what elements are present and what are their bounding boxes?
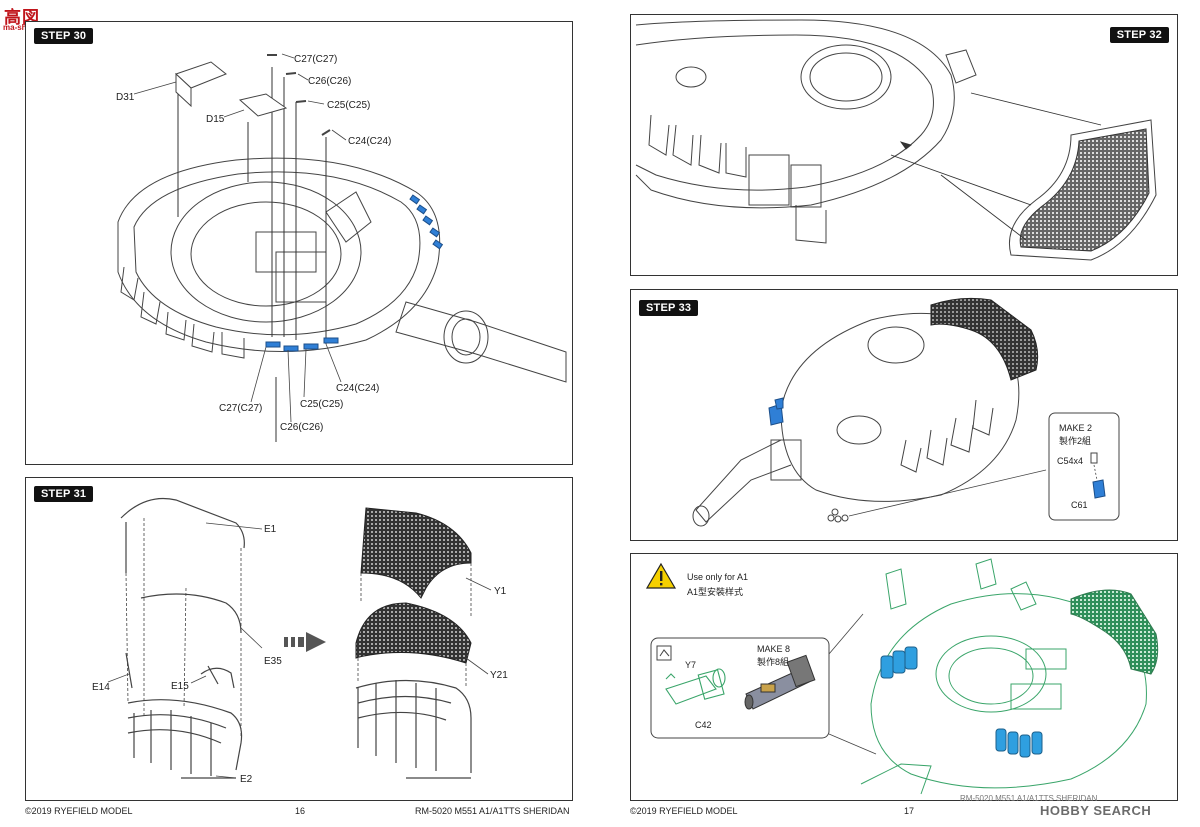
label-e2: E2	[240, 774, 253, 785]
basket-frame-exploded	[120, 497, 245, 779]
label-e1: E1	[264, 524, 277, 535]
footer-right-product: RM-5020 M551 A1/A1TTS SHERIDAN	[960, 794, 1098, 803]
mesh-y1	[360, 507, 472, 599]
part-c61	[1092, 479, 1106, 499]
step31-panel: STEP 31	[25, 477, 573, 801]
label-c26-top: C26(C26)	[308, 76, 352, 87]
step32-mesh-basket	[1019, 128, 1150, 252]
label-c54: C54x4	[1057, 456, 1084, 466]
warning-icon	[645, 562, 677, 589]
warning-text-en: Use only for A1	[687, 572, 749, 582]
blue-bracket-icon	[768, 397, 784, 426]
step31-basket-drawing	[107, 497, 492, 779]
small-pins	[267, 54, 331, 136]
label-y1: Y1	[494, 586, 507, 597]
blue-parts-a1	[880, 646, 1043, 758]
step33-panel: STEP 33	[630, 289, 1178, 541]
green-turret	[860, 558, 1147, 795]
label-e15: E15	[171, 681, 189, 692]
label-d31: D31	[116, 92, 135, 103]
glue-icon	[656, 645, 672, 661]
label-y21: Y21	[490, 670, 508, 681]
assembly-guides	[125, 518, 242, 738]
step33-mesh-basket	[930, 297, 1039, 381]
step33-badge: STEP 33	[639, 300, 699, 316]
footer-left-page-number: 16	[295, 806, 306, 816]
step33-turret-drawing	[692, 297, 1120, 527]
warning-text-cn: A1型安裝样式	[687, 587, 744, 597]
a1-inset-box	[650, 637, 830, 739]
a1-panel: Use only for A1 A1型安裝样式 Y7 C42 MAKE 8 製作…	[630, 553, 1178, 801]
label-c24-top: C24(C24)	[348, 136, 392, 147]
part-c42-green	[665, 668, 726, 705]
footer-right-copyright: ©2019 RYEFIELD MODEL	[630, 806, 738, 816]
part-c54	[1090, 452, 1098, 464]
basket-frame-assembled	[355, 679, 472, 779]
label-c27-top: C27(C27)	[294, 54, 338, 65]
step32-panel: STEP 32	[630, 14, 1178, 276]
arrow-right-icon	[284, 632, 326, 652]
label-c25-top: C25(C25)	[327, 100, 371, 111]
footer-left-product: RM-5020 M551 A1/A1TTS SHERIDAN	[415, 806, 570, 816]
label-e14: E14	[92, 682, 110, 693]
small-parts-cluster	[827, 508, 849, 523]
part-d31	[175, 61, 227, 108]
label-y7: Y7	[685, 660, 697, 670]
footer-right-page-number: 17	[904, 806, 915, 816]
hobbysearch-watermark: HOBBY SEARCH	[1040, 803, 1152, 818]
step31-badge: STEP 31	[34, 486, 94, 502]
step31-leaders	[107, 522, 263, 779]
label-c61: C61	[1071, 500, 1088, 510]
step32-turret-drawing	[635, 19, 1157, 261]
label-c27-bottom: C27(C27)	[219, 403, 263, 414]
green-mesh-basket	[1070, 589, 1159, 675]
a1-panel-drawing	[645, 558, 1159, 795]
label-make2-cn: 製作2組	[1059, 436, 1092, 446]
step30-panel: STEP 30	[25, 21, 573, 465]
mesh-y21	[355, 602, 472, 664]
label-make8: MAKE 8	[757, 644, 791, 654]
label-d15: D15	[206, 114, 225, 125]
step32-badge: STEP 32	[1109, 27, 1169, 43]
step30-badge: STEP 30	[34, 28, 94, 44]
step30-turret-drawing	[117, 53, 567, 442]
label-c25-bottom: C25(C25)	[300, 399, 344, 410]
blue-parts-rim	[265, 194, 444, 352]
label-c24-bottom: C24(C24)	[336, 383, 380, 394]
label-c26-bottom: C26(C26)	[280, 422, 324, 433]
label-c42: C42	[695, 720, 712, 730]
part-c42-assembled	[744, 654, 816, 710]
part-d15	[238, 93, 288, 117]
label-make2: MAKE 2	[1059, 423, 1093, 433]
label-e35: E35	[264, 656, 282, 667]
label-make8-cn: 製作8組	[757, 657, 790, 667]
footer-left-copyright: ©2019 RYEFIELD MODEL	[25, 806, 133, 816]
